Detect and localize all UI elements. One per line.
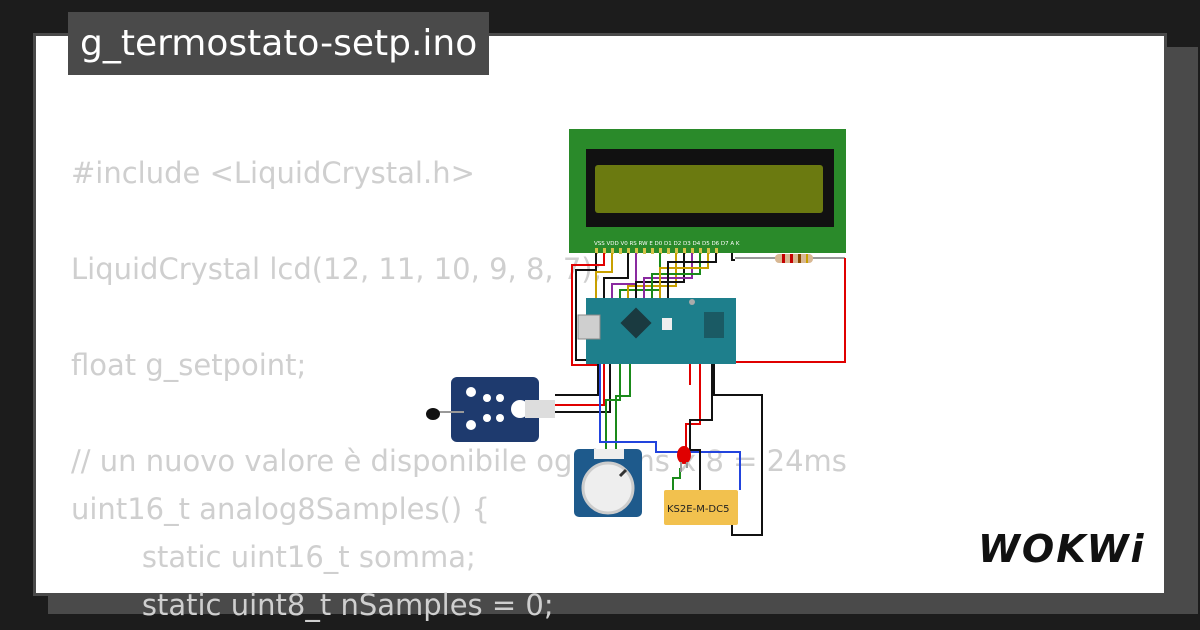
temperature-sensor-module: [426, 377, 555, 442]
code-line: static uint8_t nSamples = 0;: [105, 588, 554, 622]
led: [677, 446, 691, 472]
code-line: #include <LiquidCrystal.h>: [71, 156, 475, 190]
code-line: float g_setpoint;: [71, 348, 307, 382]
code-line: uint16_t analog8Samples() {: [71, 492, 490, 526]
code-preview: #include <LiquidCrystal.h> LiquidCrystal…: [71, 155, 847, 622]
arduino-nano: [577, 298, 736, 364]
relay: KS2E-M-DC5: [664, 490, 738, 525]
code-line: LiquidCrystal lcd(12, 11, 10, 9, 8, 7);: [71, 252, 603, 286]
wokwi-logo: WOKWi: [978, 527, 1146, 571]
resistor: [735, 254, 845, 263]
wires: [555, 253, 846, 536]
lcd-pin-labels: VSS VDD V0 RS RW E D0 D1 D2 D3 D4 D5 D6 …: [594, 241, 740, 247]
page-title: g_termostato-setp.ino: [68, 12, 490, 75]
relay-label: KS2E-M-DC5: [667, 504, 729, 515]
lcd-display: VSS VDD V0 RS RW E D0 D1 D2 D3 D4 D5 D6 …: [569, 129, 846, 254]
code-line: static uint16_t somma;: [105, 540, 476, 574]
potentiometer: [574, 449, 642, 517]
